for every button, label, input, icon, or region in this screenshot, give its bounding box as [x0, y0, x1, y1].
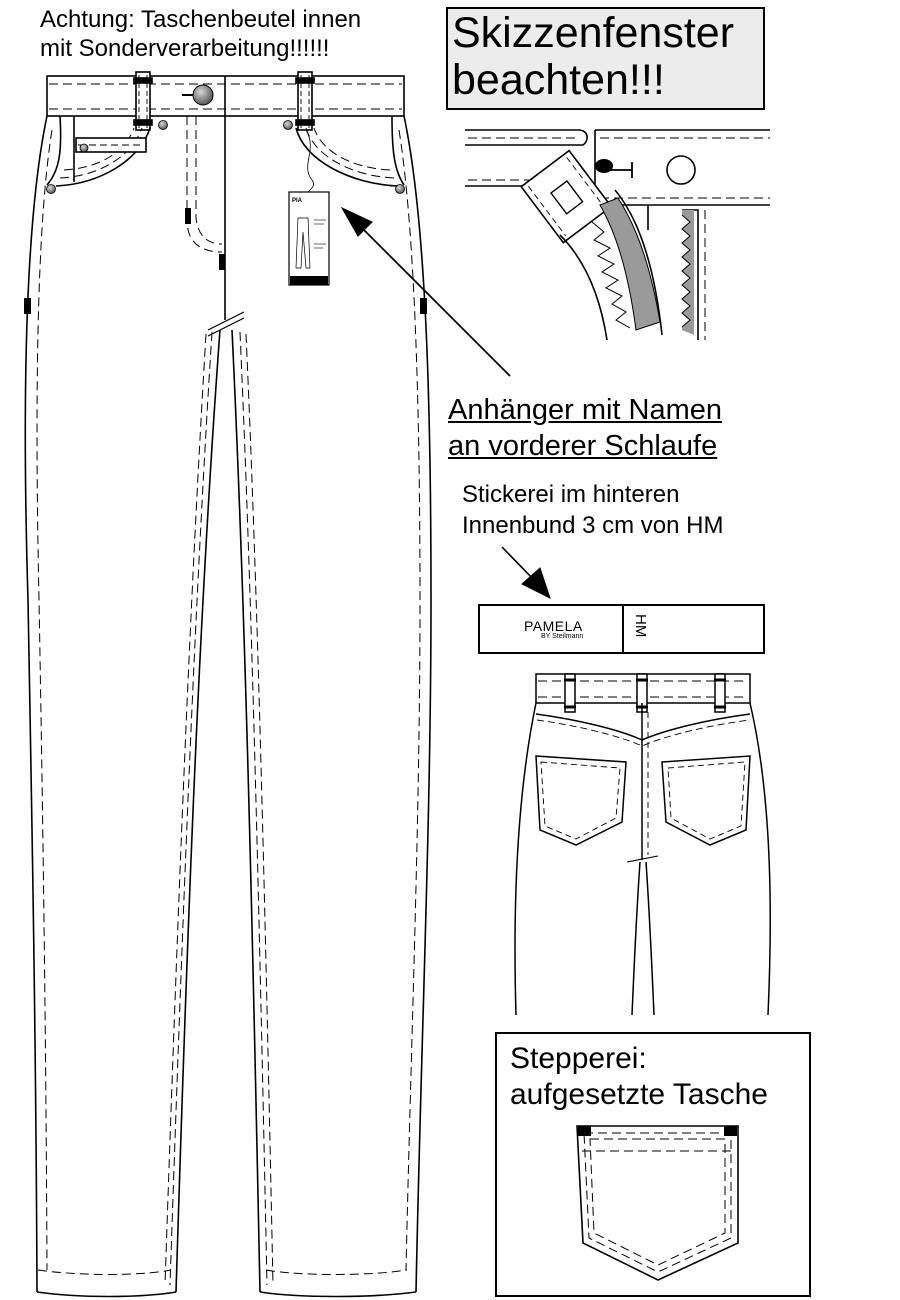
- back-pocket-left: [535, 755, 627, 846]
- left-hem: [36, 1291, 177, 1298]
- back-pocket-right: [661, 755, 751, 846]
- right-outseam: [403, 115, 432, 1293]
- right-front-pocket: [295, 127, 399, 187]
- stitching-note-line2: aufgesetzte Tasche: [510, 1078, 768, 1111]
- embroidery-note-line1: Stickerei im hinteren: [462, 481, 680, 508]
- left-inseam: [175, 329, 221, 1293]
- stitching-note: Stepperei: aufgesetzte Tasche: [510, 1041, 768, 1113]
- detail-window: [465, 129, 770, 341]
- label-subtitle: BY Steilmann: [541, 633, 584, 640]
- hangtag-arrow: [340, 206, 511, 377]
- stitched-pocket-detail: [576, 1125, 739, 1281]
- title-line1: Skizzenfenster: [452, 9, 735, 57]
- right-inseam: [231, 329, 261, 1293]
- belt-loops-front: [133, 71, 315, 131]
- front-view-jeans: [24, 71, 432, 1298]
- left-front-pocket: [55, 127, 151, 187]
- title-text: Skizzenfenster beachten!!!: [452, 10, 734, 104]
- embroidery-arrow: [501, 546, 551, 599]
- fly-stitch: [186, 116, 223, 253]
- top-left-note-line2: mit Sonderverarbeitung!!!!!!: [40, 35, 330, 62]
- hangtag-note: Anhänger mit Namen an vorderer Schlaufe: [448, 392, 722, 464]
- label-brand: PAMELA: [524, 618, 583, 634]
- hangtag-note-line2: an vorderer Schlaufe: [448, 430, 718, 462]
- stitching-box: [495, 1032, 811, 1297]
- right-hem: [259, 1291, 417, 1298]
- title-line2: beachten!!!: [452, 56, 665, 104]
- top-left-note: Achtung: Taschenbeutel innen mit Sonderv…: [40, 5, 361, 63]
- stitching-note-line1: Stepperei:: [510, 1042, 647, 1075]
- embroidery-note-line2: Innenbund 3 cm von HM: [462, 512, 724, 539]
- hangtag-note-line1: Anhänger mit Namen: [448, 394, 723, 426]
- embroidery-label: [478, 604, 765, 654]
- embroidery-note: Stickerei im hinteren Innenbund 3 cm von…: [462, 479, 723, 541]
- hangtag-name: PIA: [292, 198, 303, 204]
- title-box: [446, 7, 765, 110]
- top-left-note-line1: Achtung: Taschenbeutel innen: [40, 6, 362, 33]
- label-divider: [622, 604, 624, 654]
- front-button: [192, 84, 214, 106]
- label-hm: HM: [632, 614, 649, 638]
- left-outseam: [24, 115, 48, 1293]
- back-view-jeans: [514, 673, 771, 1016]
